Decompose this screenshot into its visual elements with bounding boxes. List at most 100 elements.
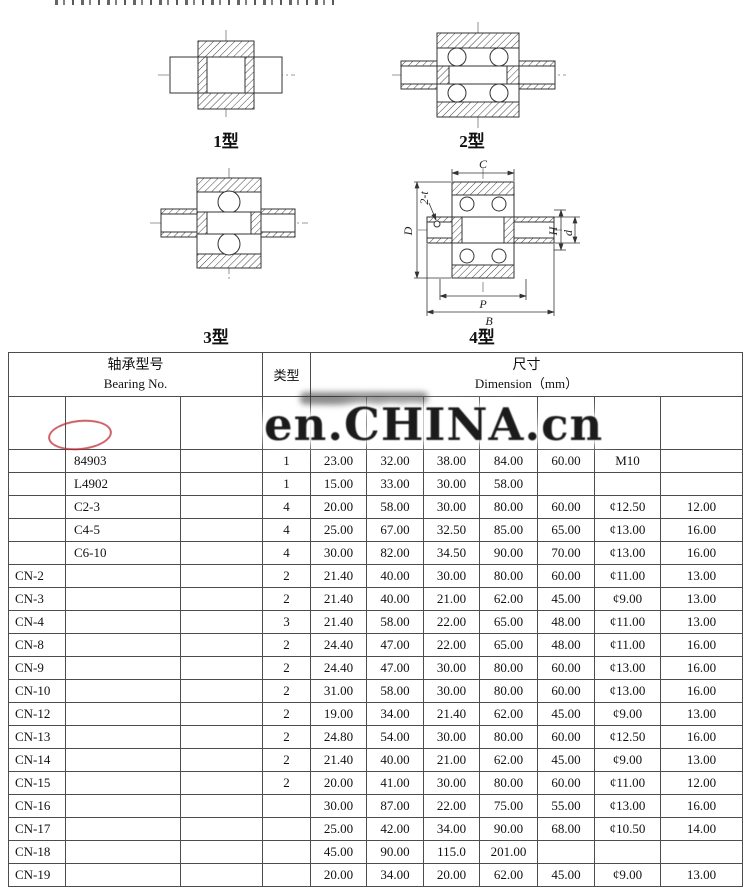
dim-cell: 45.00: [537, 748, 595, 772]
dim-cell: 47.00: [366, 656, 424, 680]
bearing-name-cell: [65, 863, 181, 887]
bearing-name-cell: CN-14: [8, 748, 66, 772]
dim-cell: 19.00: [310, 702, 367, 726]
bearing-name-cell: [65, 771, 181, 795]
dim-cell: 33.00: [366, 472, 424, 496]
dim-cell: 58.00: [366, 679, 424, 703]
type-cell: [262, 817, 311, 841]
dim-cell: 80.00: [479, 725, 538, 749]
bearing-name-spacer-cell: [180, 518, 263, 542]
dim-cell: 80.00: [479, 679, 538, 703]
dim-label-P: P: [478, 297, 487, 311]
dim-cell: 84.00: [479, 449, 538, 473]
dim-cell: 75.00: [479, 794, 538, 818]
dim-cell: 90.00: [479, 541, 538, 565]
bearing-name-cell: CN-12: [8, 702, 66, 726]
bearing-name-spacer-cell: [180, 564, 263, 588]
dim-cell: 30.00: [423, 472, 480, 496]
bearing-name-cell: [65, 610, 181, 634]
dim-cell: ¢11.00: [594, 771, 661, 795]
type-cell: 1: [262, 472, 311, 496]
bearing-no-header: 轴承型号 Bearing No.: [8, 352, 263, 397]
dim-cell: 48.00: [537, 610, 595, 634]
type-cell: 2: [262, 679, 311, 703]
dim-cell: 20.00: [310, 495, 367, 519]
dim-cell: 30.00: [310, 541, 367, 565]
bearing-name-spacer-cell: [180, 495, 263, 519]
bearing-name-spacer-cell: [180, 863, 263, 887]
dim-cell: 16.00: [659, 794, 744, 818]
type-cell: 2: [262, 771, 311, 795]
dim-cell: 16.00: [659, 633, 744, 657]
dim-cell: 60.00: [537, 564, 595, 588]
bearing-name-spacer-cell: [180, 679, 263, 703]
bearing-name-cell: [65, 725, 181, 749]
dim-cell: M10: [594, 449, 661, 473]
dim-cell: 40.00: [366, 587, 424, 611]
dim-cell: 80.00: [479, 564, 538, 588]
bearing-name-spacer-cell: [180, 587, 263, 611]
figure-type-4-label: 4型: [469, 327, 495, 347]
bearing-name-spacer-cell: [180, 725, 263, 749]
dim-cell: 20.00: [310, 771, 367, 795]
dim-cell: ¢9.00: [594, 587, 661, 611]
bearing-name-cell: [65, 679, 181, 703]
dim-cell: 21.40: [310, 564, 367, 588]
dim-cell: 13.00: [659, 863, 744, 887]
bearing-name-cell: [8, 541, 66, 565]
dim-cell: 30.00: [423, 495, 480, 519]
dim-cell: 58.00: [479, 472, 538, 496]
dim-cell: 82.00: [366, 541, 424, 565]
dim-cell: 80.00: [479, 771, 538, 795]
dim-label-D: D: [401, 226, 415, 236]
bearing-name-cell: CN-18: [8, 840, 66, 864]
dim-cell: 16.00: [659, 541, 744, 565]
dim-cell: 22.00: [423, 794, 480, 818]
dim-cell: 48.00: [537, 633, 595, 657]
bearing-name-cell: [8, 518, 66, 542]
dim-cell: 60.00: [537, 725, 595, 749]
dim-cell: ¢11.00: [594, 633, 661, 657]
dim-cell: ¢9.00: [594, 702, 661, 726]
dim-cell: ¢10.50: [594, 817, 661, 841]
table-subheader-row: [8, 396, 744, 450]
bearing-name-cell: [8, 449, 66, 473]
dim-cell: 62.00: [479, 702, 538, 726]
type-cell: 2: [262, 633, 311, 657]
dim-cell: 45.00: [537, 702, 595, 726]
bearing-name-cell: CN-8: [8, 633, 66, 657]
type-cell: 4: [262, 495, 311, 519]
dim-cell: 24.40: [310, 656, 367, 680]
bearing-name-cell: [65, 702, 181, 726]
bearing-name-cell: [65, 564, 181, 588]
bearing-name-cell: [65, 633, 181, 657]
bearing-name-cell: [8, 495, 66, 519]
bearing-name-spacer-cell: [180, 633, 263, 657]
bearing-name-spacer-cell: [180, 748, 263, 772]
dim-cell: 12.00: [659, 771, 744, 795]
dim-cell: 38.00: [423, 449, 480, 473]
dim-cell: 30.00: [423, 564, 480, 588]
dim-cell: 16.00: [659, 725, 744, 749]
bearing-name-cell: [65, 656, 181, 680]
dim-cell: ¢13.00: [594, 794, 661, 818]
dim-cell: 85.00: [479, 518, 538, 542]
dim-cell: 13.00: [659, 748, 744, 772]
dim-cell: 21.00: [423, 587, 480, 611]
dim-cell: 90.00: [479, 817, 538, 841]
dim-cell: 22.00: [423, 610, 480, 634]
dim-cell: 45.00: [310, 840, 367, 864]
bearing-spec-table: 轴承型号 Bearing No. 类型 尺寸 Dimension（mm） 849…: [8, 352, 744, 887]
bearing-name-cell: [65, 817, 181, 841]
dim-cell: 14.00: [659, 817, 744, 841]
dim-cell: 60.00: [537, 656, 595, 680]
dimension-header: 尺寸 Dimension（mm）: [309, 352, 744, 397]
dim-cell: 30.00: [423, 725, 480, 749]
